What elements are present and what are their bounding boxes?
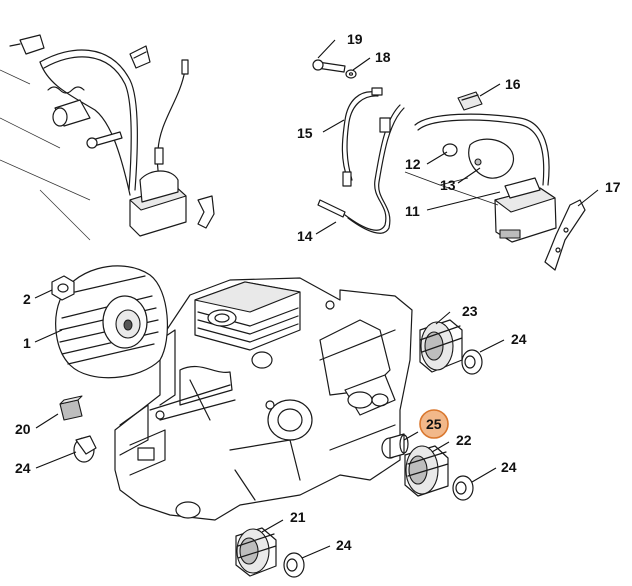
highlight-circle xyxy=(419,409,449,439)
label-part-11[interactable]: 11 xyxy=(405,203,420,219)
label-part-14[interactable]: 14 xyxy=(297,228,313,244)
label-part-19[interactable]: 19 xyxy=(347,31,363,47)
label-part-24-right-top[interactable]: 24 xyxy=(511,331,527,347)
plug-right-middle-part xyxy=(452,475,474,501)
ignition-module-group xyxy=(0,34,215,241)
ignition-wiring-group xyxy=(312,59,586,271)
label-part-24-bottom[interactable]: 24 xyxy=(336,537,352,553)
label-part-24-left[interactable]: 24 xyxy=(15,460,31,476)
label-part-21[interactable]: 21 xyxy=(290,509,306,525)
plug-bottom-part xyxy=(283,552,305,578)
nut-part xyxy=(51,275,75,301)
flywheel-part xyxy=(55,265,169,379)
plug-right-top-part xyxy=(461,349,483,375)
label-part-15[interactable]: 15 xyxy=(297,125,313,141)
annular-buffer-22-part xyxy=(404,445,449,497)
part-number-labels: 19 18 16 15 12 13 17 11 14 2 23 1 24 20 … xyxy=(15,31,621,553)
label-part-16[interactable]: 16 xyxy=(505,76,521,92)
sleeve-25-part xyxy=(381,433,409,459)
leader-lines xyxy=(34,39,599,559)
label-part-24-right-middle[interactable]: 24 xyxy=(501,459,517,475)
label-part-20[interactable]: 20 xyxy=(15,421,31,437)
annular-buffer-23-part xyxy=(419,319,463,373)
plug-left-part xyxy=(73,435,97,463)
label-part-23[interactable]: 23 xyxy=(462,303,478,319)
pad-part xyxy=(59,395,83,421)
label-part-12[interactable]: 12 xyxy=(405,156,421,172)
label-part-25[interactable]: 25 xyxy=(426,416,442,432)
label-part-18[interactable]: 18 xyxy=(375,49,391,65)
label-part-22[interactable]: 22 xyxy=(456,432,472,448)
crankcase-group xyxy=(114,277,413,521)
label-part-13[interactable]: 13 xyxy=(440,177,456,193)
label-part-1[interactable]: 1 xyxy=(23,335,31,351)
annular-buffer-21-part xyxy=(235,527,277,577)
label-part-2[interactable]: 2 xyxy=(23,291,31,307)
label-part-17[interactable]: 17 xyxy=(605,179,621,195)
